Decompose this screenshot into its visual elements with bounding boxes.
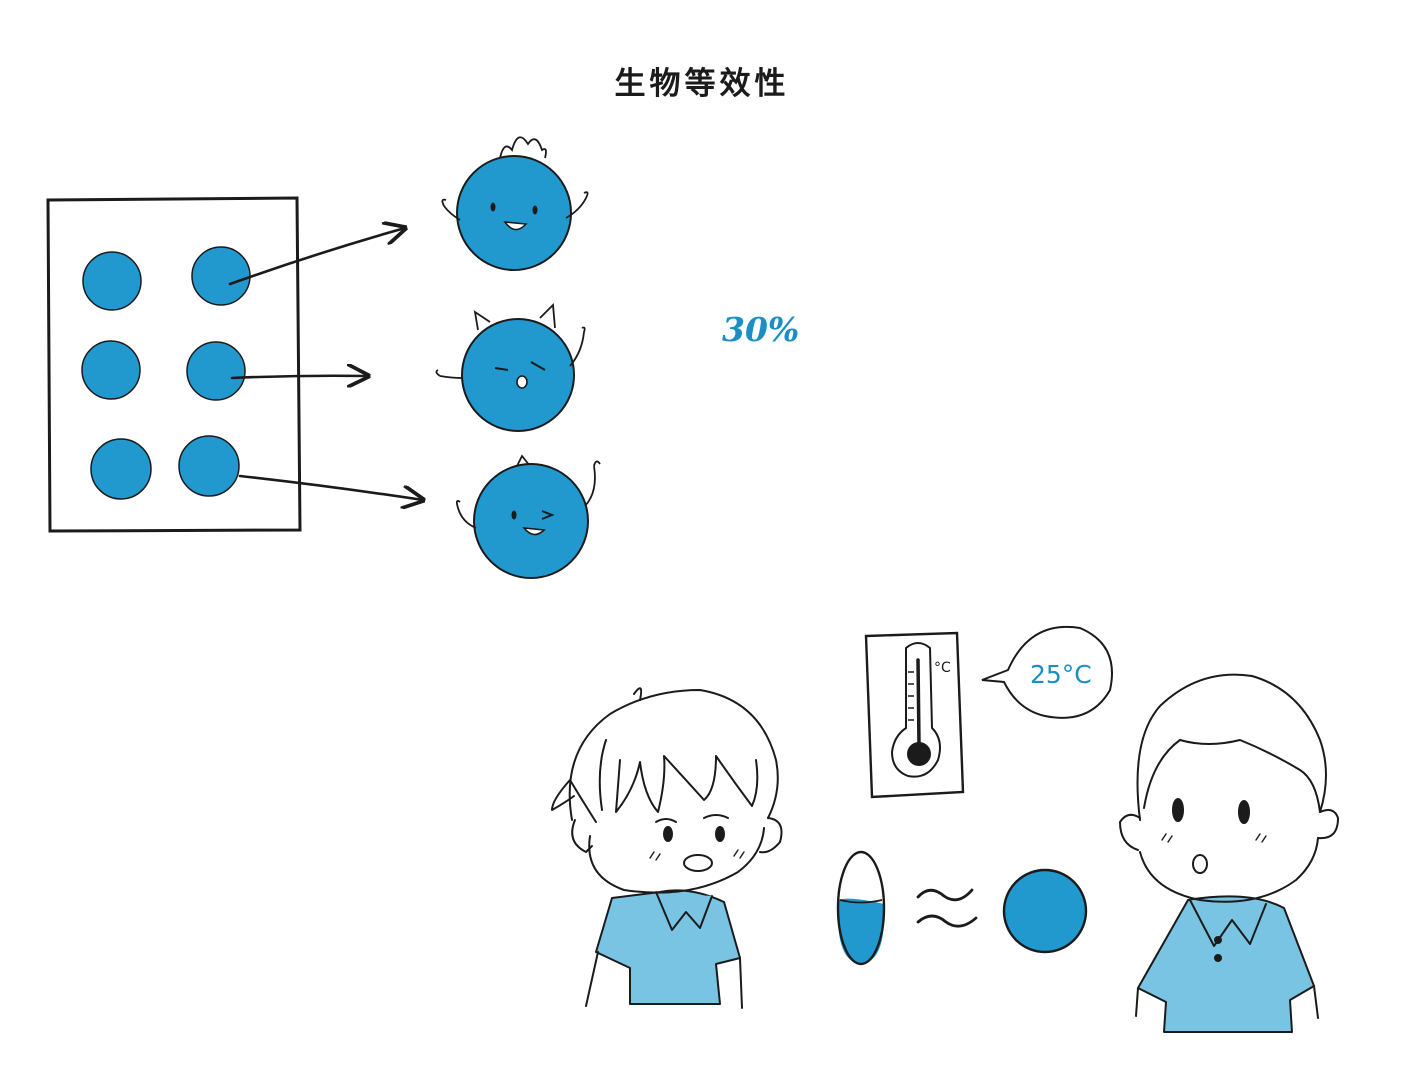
blister-pill (186, 341, 246, 401)
boy-left (551, 687, 783, 1009)
arrow-to-happy-pill (228, 228, 405, 286)
winking-pill-character (455, 454, 601, 579)
blister-pill (81, 340, 141, 400)
tablet (1002, 868, 1088, 954)
arrow-to-devil-pill (230, 376, 368, 378)
thermometer-unit-label: °C (934, 660, 951, 676)
capsule (836, 850, 886, 966)
blister-pill (82, 251, 142, 311)
arrows (228, 228, 423, 500)
happy-pill-character (441, 136, 589, 271)
arrow-to-wink-pill (238, 474, 423, 500)
blister-pill (178, 435, 240, 497)
blister-pill (90, 438, 152, 500)
temperature-label: 25°C (1030, 660, 1092, 689)
boy-right (1119, 673, 1339, 1033)
approximately-equal-sign (916, 888, 978, 928)
blister-pill (191, 246, 251, 306)
temperature-speech-bubble (981, 625, 1113, 719)
devil-pill-character (435, 302, 586, 432)
page-title: 生物等效性 (614, 66, 790, 102)
blister-pack (46, 196, 302, 533)
thermometer-sign (864, 631, 965, 799)
percentage-label: 30% (722, 310, 800, 349)
